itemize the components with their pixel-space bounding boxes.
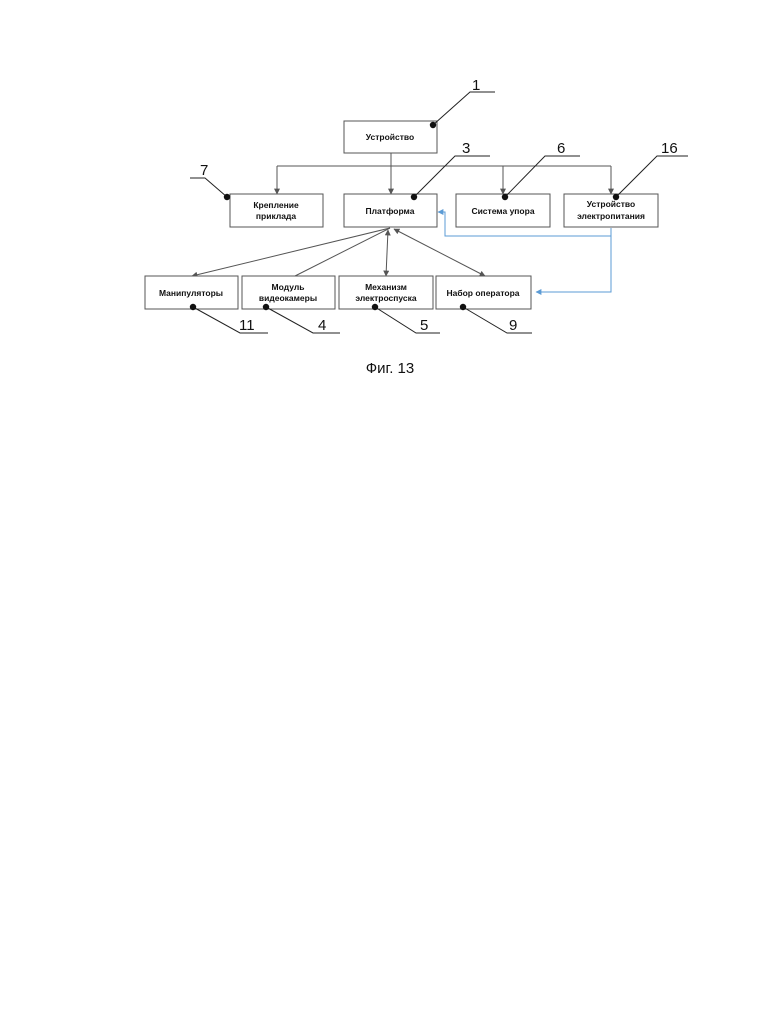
leader-7 <box>190 178 227 197</box>
label-platform: Платформа <box>366 206 415 216</box>
label-stop-system: Система упора <box>471 206 534 216</box>
label-operator-set: Набор оператора <box>447 288 520 298</box>
ref-number-5: 5 <box>420 317 428 334</box>
ref-number-16: 16 <box>661 140 678 157</box>
dot-11 <box>190 304 196 310</box>
dot-3 <box>411 194 417 200</box>
leader-3 <box>414 156 490 197</box>
ref-number-4: 4 <box>318 317 326 334</box>
dot-9 <box>460 304 466 310</box>
label-manipulators: Манипуляторы <box>159 288 223 298</box>
ref-number-6: 6 <box>557 140 565 157</box>
leader-1 <box>433 92 495 125</box>
ref-number-3: 3 <box>462 140 470 157</box>
connector-platform-manipulators <box>192 228 390 276</box>
ref-number-1: 1 <box>472 77 480 94</box>
label-camera-line1: Модуль <box>272 282 305 292</box>
label-power-line2: электропитания <box>577 211 645 221</box>
power-to-operator-link <box>536 236 611 292</box>
dot-5 <box>372 304 378 310</box>
leader-5 <box>375 307 440 333</box>
connector-platform-trigger <box>386 230 388 276</box>
label-device: Устройство <box>366 132 414 142</box>
dot-1 <box>430 122 436 128</box>
figure-caption: Фиг. 13 <box>0 360 780 377</box>
leader-4 <box>266 307 340 333</box>
leader-9 <box>463 307 532 333</box>
leader-16 <box>616 156 688 197</box>
dot-16 <box>613 194 619 200</box>
dot-6 <box>502 194 508 200</box>
label-power-line1: Устройство <box>587 199 635 209</box>
ref-number-11: 11 <box>239 317 255 334</box>
label-camera-line2: видеокамеры <box>259 293 317 303</box>
ref-number-9: 9 <box>509 317 517 334</box>
connector-platform-camera <box>295 228 390 276</box>
label-mount-line1: Крепление <box>253 200 299 210</box>
dot-4 <box>263 304 269 310</box>
label-trigger-line1: Механизм <box>365 282 407 292</box>
ref-number-7: 7 <box>200 162 208 179</box>
leader-11 <box>193 307 268 333</box>
dot-7 <box>224 194 230 200</box>
label-mount-line2: приклада <box>256 211 296 221</box>
leader-6 <box>505 156 580 197</box>
label-trigger-line2: электроспуска <box>355 293 417 303</box>
